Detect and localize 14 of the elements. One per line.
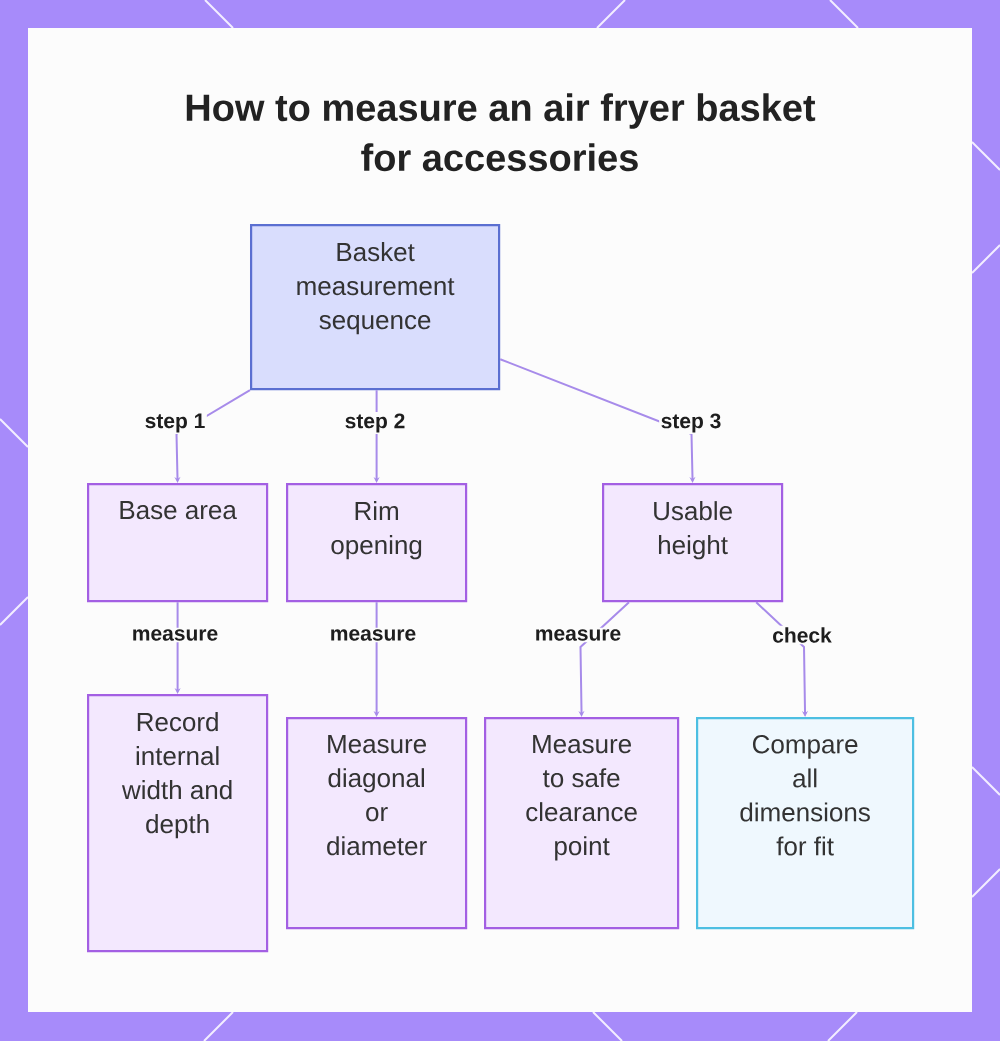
process-box: Measure diagonal or diameter (286, 717, 468, 930)
process-box: Measure to safe clearance point (484, 717, 680, 930)
process-box: Rim opening (286, 483, 468, 603)
process-box: Compare all dimensions for fit (696, 717, 915, 930)
process-box: Usable height (602, 483, 784, 603)
arrow (499, 358, 696, 483)
arrow (755, 601, 809, 717)
title: How to measure an air fryer basket for accessories (186, 93, 816, 172)
process-box: Record internal width and depth (87, 694, 269, 953)
edge-label: step 1 (143, 412, 207, 434)
process-box: Basket measurement sequence (250, 224, 501, 391)
edge-label: step 3 (659, 412, 723, 434)
process-box: Base area (87, 483, 269, 603)
edge-label: step 2 (343, 412, 407, 434)
